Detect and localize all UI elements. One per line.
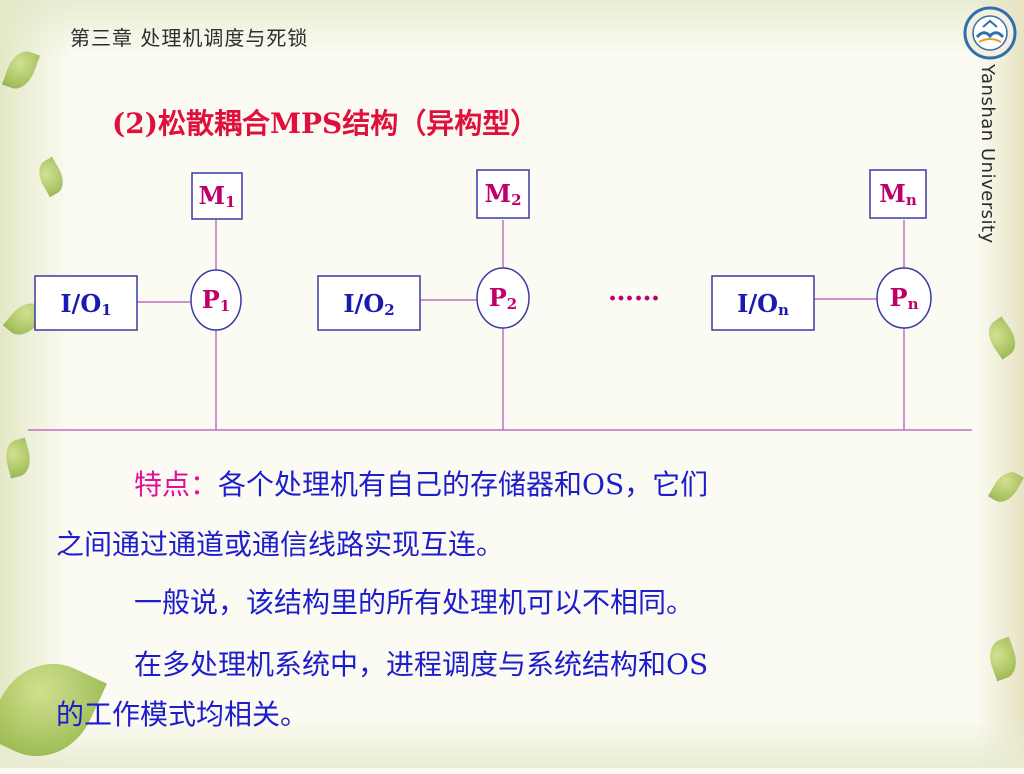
- section-title: (2)松散耦合MPS结构（异构型）: [112, 107, 539, 140]
- processor-circle: [190, 269, 242, 331]
- scheduling-line-1: 在多处理机系统中，进程调度与系统结构和OS: [134, 648, 709, 681]
- yanshan-university-seal-icon: [963, 6, 1017, 60]
- node-2: M2 P2 I/O2: [317, 169, 530, 430]
- memory-label: M1: [198, 181, 235, 211]
- io-box: [34, 275, 138, 331]
- processor-circle: [476, 267, 530, 329]
- ellipsis: ……: [608, 277, 660, 307]
- processor-label: P2: [489, 283, 517, 313]
- general-line: 一般说，该结构里的所有处理机可以不相同。: [134, 586, 695, 619]
- memory-box: [869, 169, 927, 219]
- memory-label: Mn: [879, 179, 917, 209]
- university-name: Yanshan University: [977, 64, 998, 244]
- feature-text: 各个处理机有自己的存储器和OS，它们: [218, 468, 709, 501]
- memory-box: [476, 169, 530, 219]
- memory-label: M2: [484, 179, 521, 209]
- memory-box: [191, 172, 243, 220]
- node-n: Mn Pn I/On: [711, 169, 932, 430]
- feature-line-1: 特点：各个处理机有自己的存储器和OS，它们: [134, 463, 708, 503]
- io-label: I/O1: [60, 289, 111, 319]
- io-label: I/O2: [343, 289, 394, 319]
- io-label: I/On: [737, 289, 789, 319]
- vine-border-top: [0, 0, 1024, 60]
- processor-label: P1: [202, 285, 230, 315]
- vine-border-left: [0, 0, 70, 768]
- io-box: [317, 275, 421, 331]
- feature-label: 特点：: [134, 468, 219, 501]
- scheduling-line-2: 的工作模式均相关。: [56, 698, 309, 731]
- feature-line-2: 之间通过通道或通信线路实现互连。: [56, 528, 505, 561]
- node-1: M1 P1 I/O1: [34, 172, 243, 430]
- io-box: [711, 275, 815, 331]
- processor-label: Pn: [890, 283, 919, 313]
- vine-border-bottom: [0, 718, 1024, 768]
- chapter-title: 第三章 处理机调度与死锁: [70, 26, 309, 50]
- processor-circle: [876, 267, 932, 329]
